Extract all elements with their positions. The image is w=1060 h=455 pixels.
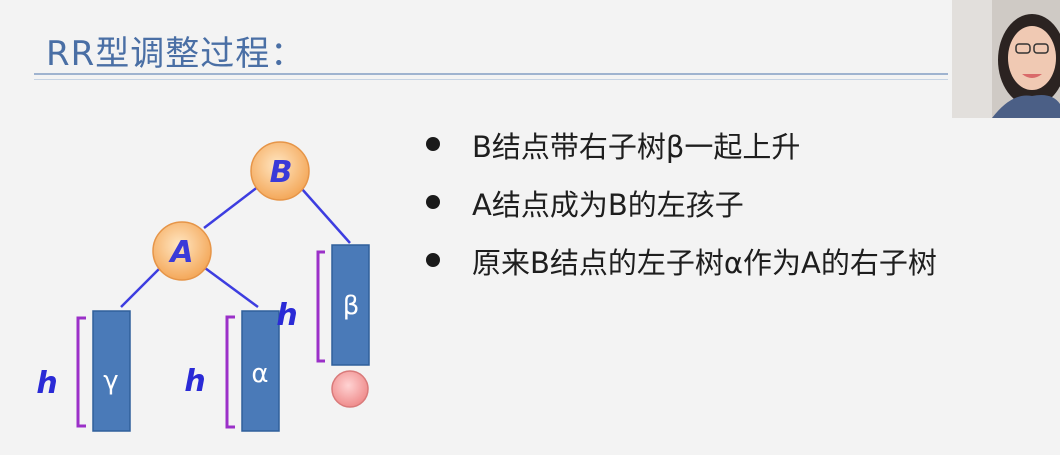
presenter-webcam: [952, 0, 1060, 118]
node-b: B: [250, 141, 310, 201]
height-brace-gamma: [76, 316, 86, 428]
node-a-label: A: [168, 235, 193, 270]
bullet-text: A结点成为B的左孩子: [472, 188, 744, 222]
subtree-alpha: α: [241, 310, 280, 432]
bullet-dot: [426, 137, 440, 151]
bullet-text: 原来B结点的左子树α作为A的右子树: [472, 246, 937, 280]
rr-rotation-diagram: B A γ h α h β h: [36, 141, 370, 432]
bullet-text: B结点带右子树β一起上升: [472, 130, 801, 164]
subtree-beta-label: β: [343, 291, 360, 321]
edge-a-gamma: [120, 267, 161, 308]
edge-b-beta: [301, 188, 351, 244]
subtree-alpha-label: α: [251, 359, 268, 389]
subtree-gamma-label: γ: [103, 366, 118, 396]
inserted-node: [331, 370, 369, 408]
height-label-alpha: h: [184, 364, 205, 399]
height-label-gamma: h: [36, 366, 57, 401]
height-brace-alpha: [225, 315, 235, 429]
presenter-image: [952, 0, 1060, 118]
title-divider: [34, 73, 948, 75]
edge-a-alpha: [204, 266, 259, 309]
height-label-beta: h: [276, 298, 297, 333]
subtree-beta: β: [331, 244, 370, 366]
height-brace-beta: [316, 250, 325, 363]
bullet-dot: [426, 253, 440, 267]
bullet-dot: [426, 195, 440, 209]
edge-b-a: [203, 185, 260, 229]
node-a: A: [152, 221, 212, 281]
slide-title: RR型调整过程：: [46, 34, 306, 74]
subtree-gamma: γ: [92, 310, 131, 432]
node-b-label: B: [270, 155, 293, 190]
title-divider-thin: [34, 79, 948, 80]
